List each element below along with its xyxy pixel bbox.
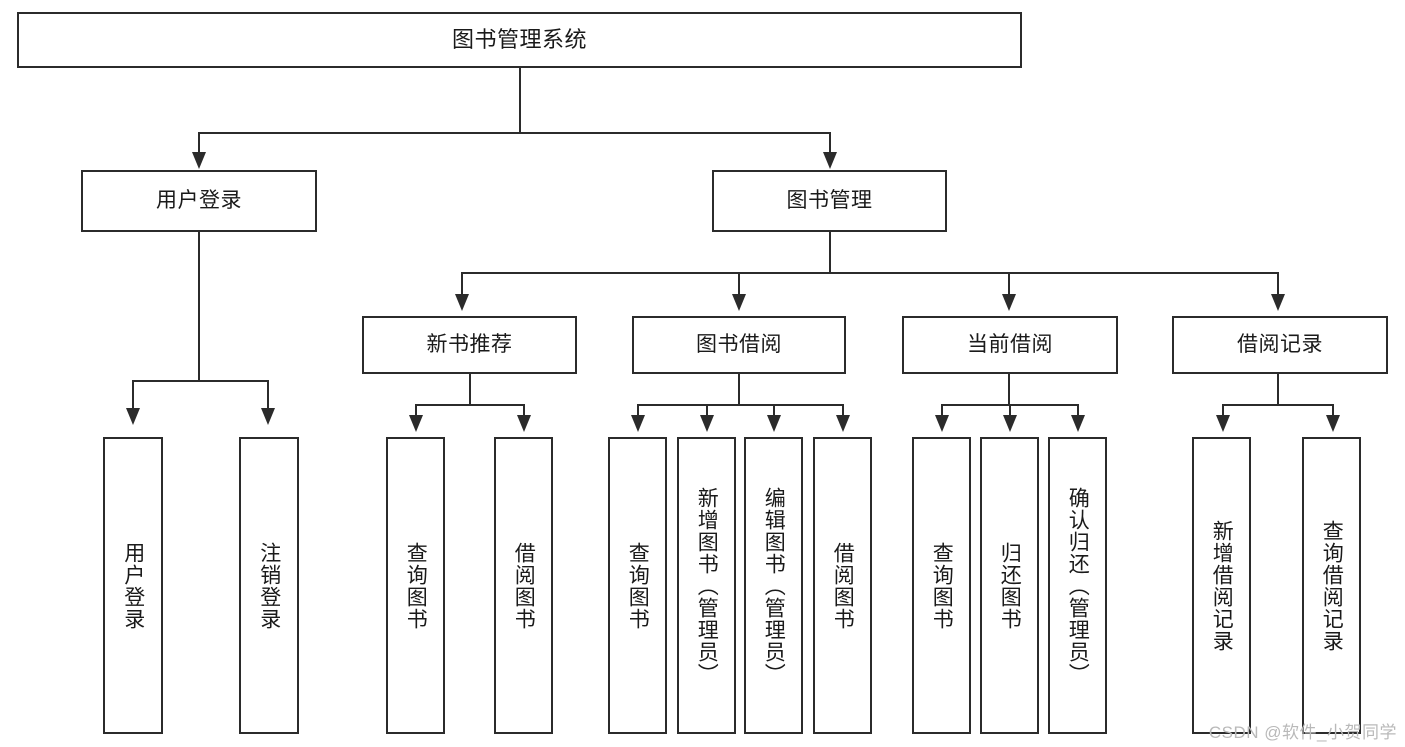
node-label: 当前借阅 xyxy=(967,333,1053,357)
arrowhead-current-borrow-leaf-1 xyxy=(1003,415,1017,432)
arrowhead-book-borrow-leaf-2 xyxy=(767,415,781,432)
arrowhead-l3-3 xyxy=(1271,294,1285,311)
connector-book-borrow-to-leaf-2 xyxy=(773,404,775,418)
connector-user-login-stem xyxy=(198,232,200,380)
connector-borrow-record-bus xyxy=(1222,404,1334,406)
leaf-borrow-record-add[interactable]: 新增借阅记录 xyxy=(1192,437,1251,734)
connector-book-mgmt-to-l3-2 xyxy=(1008,272,1010,296)
arrowhead-new-book-leaf-1 xyxy=(517,415,531,432)
connector-current-borrow-to-leaf-2 xyxy=(1077,404,1079,418)
connector-book-mgmt-stem xyxy=(829,232,831,272)
node-label: 借阅记录 xyxy=(1237,333,1323,357)
node-label: 借阅图书 xyxy=(831,541,855,630)
node-label: 查询图书 xyxy=(626,541,650,630)
leaf-current-borrow-confirm[interactable]: 确认归还（管理员） xyxy=(1048,437,1107,734)
leaf-book-borrow-add[interactable]: 新增图书（管理员） xyxy=(677,437,736,734)
connector-new-book-to-leaf-1 xyxy=(523,404,525,418)
connector-new-book-bus xyxy=(415,404,525,406)
arrowhead-new-book-leaf-0 xyxy=(409,415,423,432)
arrowhead-book-borrow-leaf-1 xyxy=(700,415,714,432)
node-label: 注销登录 xyxy=(257,541,281,630)
connector-book-borrow-to-leaf-1 xyxy=(706,404,708,418)
connector-root-to-book-mgmt xyxy=(829,132,831,154)
node-label: 用户登录 xyxy=(121,541,145,630)
arrowhead-book-borrow-leaf-0 xyxy=(631,415,645,432)
arrowhead-user-login-leaf-1 xyxy=(261,408,275,425)
leaf-user-login-login[interactable]: 用户登录 xyxy=(103,437,163,734)
arrowhead-user-login-leaf-0 xyxy=(126,408,140,425)
leaf-book-borrow-query[interactable]: 查询图书 xyxy=(608,437,667,734)
node-label: 借阅图书 xyxy=(512,541,536,630)
connector-book-mgmt-to-l3-3 xyxy=(1277,272,1279,296)
node-label: 查询图书 xyxy=(404,541,428,630)
node-label: 确认归还（管理员） xyxy=(1066,486,1090,685)
node-label: 用户登录 xyxy=(156,189,242,213)
leaf-book-borrow-edit[interactable]: 编辑图书（管理员） xyxy=(744,437,803,734)
node-user-login[interactable]: 用户登录 xyxy=(81,170,317,232)
node-label: 新增图书（管理员） xyxy=(695,486,719,685)
node-new-book-recommend[interactable]: 新书推荐 xyxy=(362,316,577,374)
node-label: 查询借阅记录 xyxy=(1320,519,1344,652)
node-label: 编辑图书（管理员） xyxy=(762,486,786,685)
connector-book-mgmt-to-l3-1 xyxy=(738,272,740,296)
node-label: 新增借阅记录 xyxy=(1210,519,1234,652)
node-book-borrow[interactable]: 图书借阅 xyxy=(632,316,846,374)
connector-book-borrow-to-leaf-0 xyxy=(637,404,639,418)
connector-current-borrow-stem xyxy=(1008,374,1010,404)
node-root-library-system[interactable]: 图书管理系统 xyxy=(17,12,1022,68)
node-label: 新书推荐 xyxy=(426,333,513,357)
connector-book-borrow-bus xyxy=(637,404,843,406)
connector-root-to-user-login xyxy=(198,132,200,154)
arrowhead-to-user-login xyxy=(192,152,206,169)
arrowhead-current-borrow-leaf-0 xyxy=(935,415,949,432)
connector-book-borrow-stem xyxy=(738,374,740,404)
connector-user-login-bus xyxy=(132,380,268,382)
arrowhead-book-borrow-leaf-3 xyxy=(836,415,850,432)
leaf-book-borrow-borrow[interactable]: 借阅图书 xyxy=(813,437,872,734)
connector-user-login-to-leaf-1 xyxy=(267,380,269,410)
node-label: 图书借阅 xyxy=(696,333,782,357)
connector-book-mgmt-to-l3-0 xyxy=(461,272,463,296)
connector-user-login-to-leaf-0 xyxy=(132,380,134,410)
connector-current-borrow-to-leaf-0 xyxy=(941,404,943,418)
arrowhead-current-borrow-leaf-2 xyxy=(1071,415,1085,432)
leaf-new-book-borrow[interactable]: 借阅图书 xyxy=(494,437,553,734)
node-label: 图书管理系统 xyxy=(451,26,587,52)
arrowhead-borrow-record-leaf-0 xyxy=(1216,415,1230,432)
node-label: 查询图书 xyxy=(930,541,954,630)
node-book-management[interactable]: 图书管理 xyxy=(712,170,947,232)
node-borrow-record[interactable]: 借阅记录 xyxy=(1172,316,1388,374)
connector-book-borrow-to-leaf-3 xyxy=(842,404,844,418)
connector-root-stem xyxy=(519,68,521,132)
arrowhead-l3-1 xyxy=(732,294,746,311)
connector-book-mgmt-bus xyxy=(461,272,1279,274)
arrowhead-l3-2 xyxy=(1002,294,1016,311)
connector-borrow-record-to-leaf-1 xyxy=(1332,404,1334,418)
leaf-current-borrow-query[interactable]: 查询图书 xyxy=(912,437,971,734)
leaf-borrow-record-query[interactable]: 查询借阅记录 xyxy=(1302,437,1361,734)
connector-root-bus xyxy=(198,132,830,134)
node-label: 归还图书 xyxy=(998,541,1022,630)
leaf-current-borrow-return[interactable]: 归还图书 xyxy=(980,437,1039,734)
connector-borrow-record-to-leaf-0 xyxy=(1222,404,1224,418)
connector-new-book-stem xyxy=(469,374,471,404)
leaf-new-book-query[interactable]: 查询图书 xyxy=(386,437,445,734)
node-label: 图书管理 xyxy=(786,189,873,213)
arrowhead-to-book-mgmt xyxy=(823,152,837,169)
connector-new-book-to-leaf-0 xyxy=(415,404,417,418)
arrowhead-l3-0 xyxy=(455,294,469,311)
leaf-user-login-logout[interactable]: 注销登录 xyxy=(239,437,299,734)
connector-current-borrow-to-leaf-1 xyxy=(1009,404,1011,418)
connector-borrow-record-stem xyxy=(1277,374,1279,404)
arrowhead-borrow-record-leaf-1 xyxy=(1326,415,1340,432)
node-current-borrow[interactable]: 当前借阅 xyxy=(902,316,1118,374)
